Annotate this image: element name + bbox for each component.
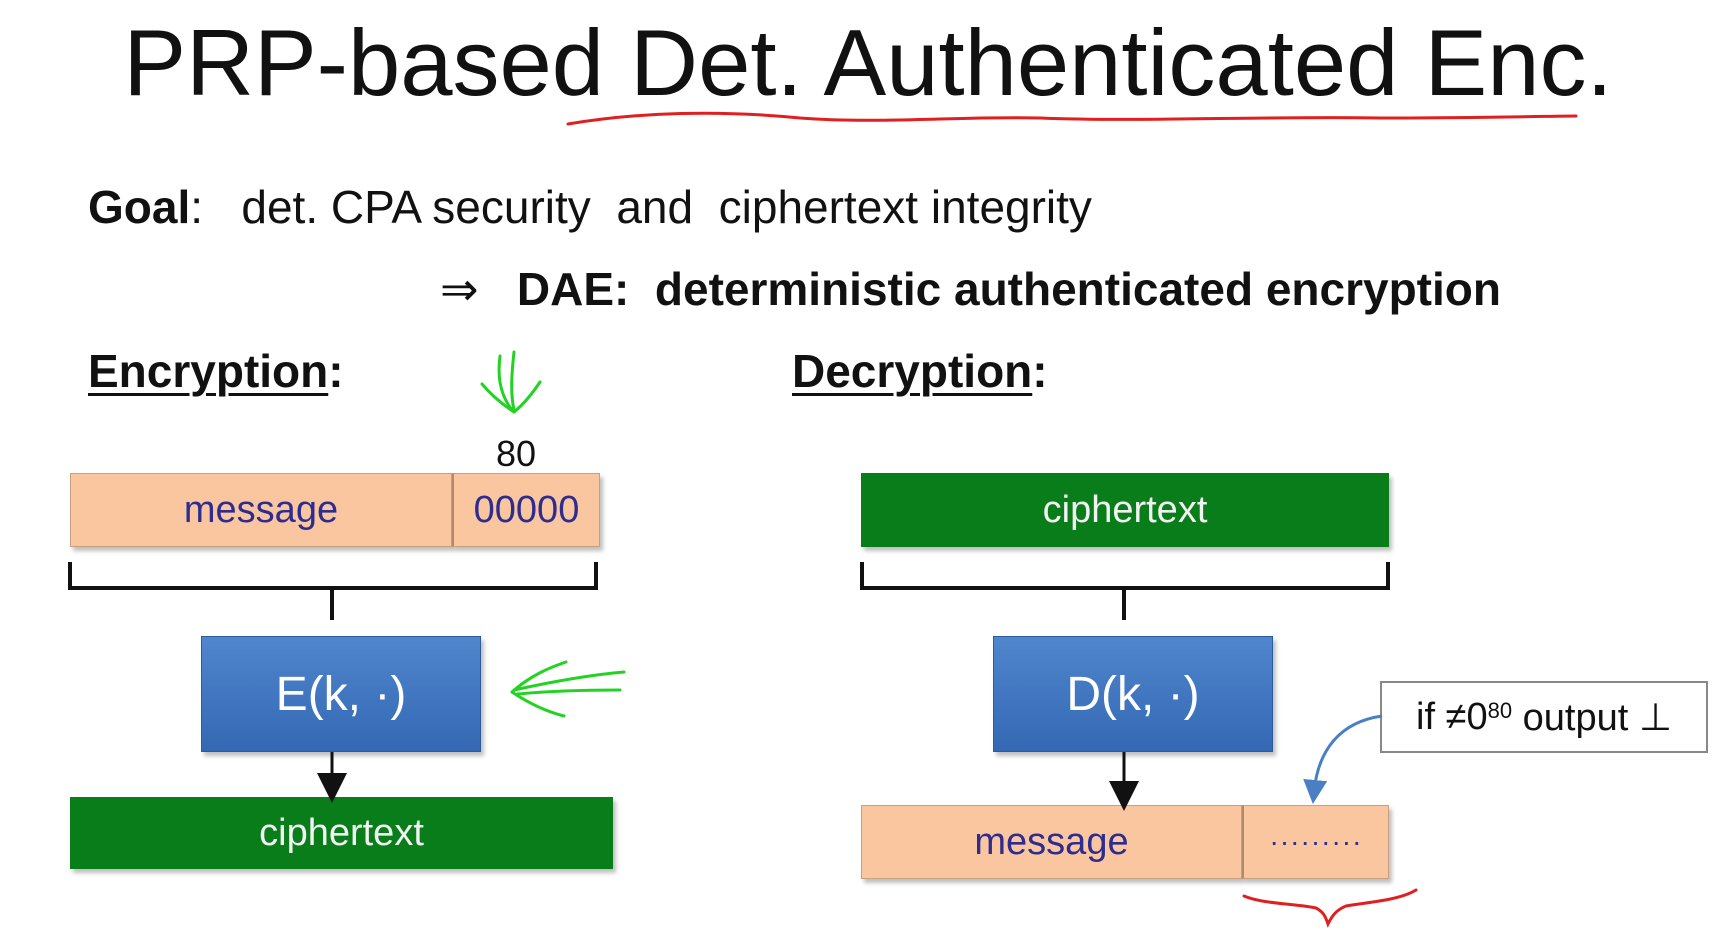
decryption-heading: Decryption:: [792, 345, 1048, 397]
decryption-heading-label: Decryption: [792, 345, 1033, 397]
dec-message-box: message: [861, 805, 1242, 879]
encryption-heading: Encryption:: [88, 345, 344, 397]
green-left-arrow-scribble: [510, 660, 626, 718]
encryption-heading-label: Encryption: [88, 345, 329, 397]
note-suffix: output ⊥: [1512, 696, 1672, 739]
note-pointer-arrow: [1303, 714, 1383, 804]
green-down-arrow-scribble: [480, 350, 542, 414]
decrypt-function-box: D(k, ·): [993, 636, 1273, 752]
goal-colon: :: [190, 181, 242, 233]
enc-message-box: message: [70, 473, 452, 547]
dae-text: deterministic authenticated encryption: [654, 263, 1501, 315]
red-brace-scribble: [1242, 888, 1418, 928]
enc-brace: [68, 562, 598, 620]
annotation-80: 80: [496, 433, 537, 474]
goal-line: Goal: det. CPA security and ciphertext i…: [88, 180, 1092, 234]
enc-ciphertext-box: ciphertext: [70, 797, 613, 869]
encrypt-function-box: E(k, ·): [201, 636, 481, 752]
dec-brace: [860, 562, 1390, 620]
dec-ciphertext-box: ciphertext: [861, 473, 1389, 547]
goal-label: Goal: [88, 181, 191, 233]
dec-pad-box: ·········: [1242, 805, 1389, 879]
red-underline-scribble: [566, 111, 1578, 126]
implies-arrow: ⇒: [440, 263, 479, 315]
note-superscript: 80: [1487, 698, 1513, 723]
dae-label: DAE:: [516, 263, 630, 315]
enc-pad-box: 00000: [452, 473, 600, 547]
note-prefix: if ≠0: [1416, 695, 1488, 738]
dae-line: ⇒ DAE: deterministic authenticated encry…: [440, 262, 1501, 316]
goal-text: det. CPA security and ciphertext integri…: [241, 181, 1092, 233]
slide-title: PRP-based Det. Authenticated Enc.: [123, 10, 1613, 115]
